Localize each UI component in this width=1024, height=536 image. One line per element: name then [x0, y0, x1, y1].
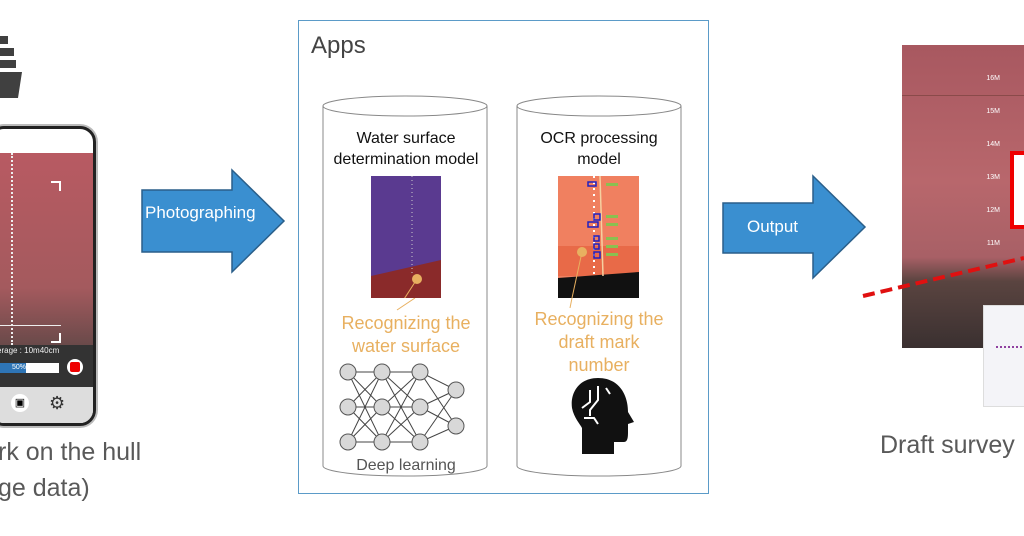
output-label: Output: [747, 217, 799, 236]
frame-corner-icon: [51, 333, 61, 343]
hull-photo: 16M 15M 14M 13M 12M 11M: [902, 45, 1024, 348]
title-line: OCR processing: [540, 130, 658, 147]
left-caption-line1: rk on the hull: [0, 438, 142, 466]
camera-preview: [0, 153, 93, 345]
left-caption-line2: ge data): [0, 474, 90, 502]
title-line: Water surface: [356, 130, 456, 147]
deep-learning-label: Deep learning: [356, 457, 456, 474]
neural-network-icon: [339, 363, 465, 451]
status-text: verage : 10m40cm: [0, 346, 60, 355]
note-line: draft mark: [558, 332, 640, 352]
apps-box: [298, 20, 709, 494]
photographing-label: Photographing: [145, 203, 256, 222]
settings-gear-icon[interactable]: ⚙: [49, 393, 66, 413]
ship-icon: [0, 36, 22, 98]
title-line: model: [577, 151, 621, 168]
apps-title: Apps: [311, 32, 366, 59]
water-segmentation-image: [371, 176, 441, 298]
gallery-icon[interactable]: ▣: [11, 394, 29, 412]
note-line: water surface: [351, 336, 461, 356]
pointer-line: [396, 298, 416, 311]
pointer-line: [569, 298, 573, 308]
ocr-detection-image: [558, 176, 639, 298]
progress-bar: 50%: [0, 363, 59, 373]
note-line: number: [568, 355, 630, 375]
ai-head-icon: [571, 378, 634, 454]
photographing-arrow: [141, 168, 286, 274]
record-button[interactable]: [67, 359, 83, 375]
note-line: Recognizing the: [534, 309, 664, 329]
draft-marks: 16M 15M 14M 13M 12M 11M: [986, 75, 1000, 247]
ocr-model-title: OCR processing model: [518, 128, 680, 170]
output-arrow: [722, 174, 867, 280]
water-model-title: Water surface determination model: [325, 128, 487, 170]
title-line: determination model: [333, 151, 479, 168]
note-line: Recognizing the: [341, 313, 471, 333]
ocr-note: Recognizing the draft mark number: [518, 308, 680, 377]
draft-chart-inset: [983, 305, 1024, 407]
progress-fill: 50%: [0, 363, 26, 373]
highlight-box: [1010, 151, 1024, 229]
smartphone: verage : 10m40cm 50% ▣ ⚙: [0, 126, 96, 426]
water-note: Recognizing the water surface: [325, 312, 487, 358]
waterline-dashed: [862, 256, 1024, 298]
frame-corner-icon: [51, 181, 61, 191]
draft-survey-caption: Draft survey: [880, 431, 1015, 459]
